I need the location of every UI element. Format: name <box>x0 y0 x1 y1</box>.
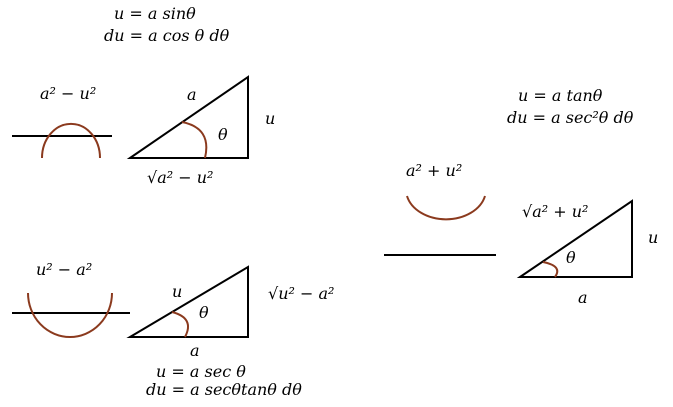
secant-expression: u² − a² <box>36 260 93 279</box>
sine-opposite-label: u <box>265 109 276 128</box>
sine-angle-label: θ <box>218 125 228 144</box>
tangent-angle-arc <box>542 261 559 278</box>
secant-substitution: u = a sec θ <box>156 362 246 381</box>
tangent-triangle <box>516 199 633 278</box>
tangent-substitution: u = a tanθ <box>518 86 603 105</box>
sine-adjacent-label: √a² − u² <box>147 168 214 187</box>
secant-angle-label: θ <box>199 303 209 322</box>
secant-hypotenuse-label: u <box>172 282 183 301</box>
tangent-expression: a² + u² <box>406 161 463 180</box>
sine-substitution: u = a sinθ <box>114 4 196 23</box>
tangent-angle-label: θ <box>566 248 576 267</box>
sine-hypotenuse-label: a <box>187 85 197 104</box>
sine-triangle <box>126 75 249 159</box>
sine-expression: a² − u² <box>40 84 97 103</box>
secant-opposite-label: √u² − a² <box>268 284 335 303</box>
tangent-expression-arc <box>406 195 486 221</box>
sine-differential: du = a cos θ dθ <box>104 26 230 45</box>
sine-angle-arc <box>181 121 208 159</box>
secant-expression-arc <box>27 292 113 338</box>
secant-triangle <box>126 265 249 338</box>
secant-differential: du = a secθtanθ dθ <box>146 380 302 399</box>
secant-adjacent-label: a <box>190 341 200 360</box>
tangent-hypotenuse-label: √a² + u² <box>522 202 589 221</box>
tangent-opposite-label: u <box>648 228 659 247</box>
tangent-adjacent-label: a <box>578 288 588 307</box>
sine-expression-arc <box>41 122 101 159</box>
tangent-differential: du = a sec²θ dθ <box>507 108 634 127</box>
secant-angle-arc <box>171 311 189 338</box>
